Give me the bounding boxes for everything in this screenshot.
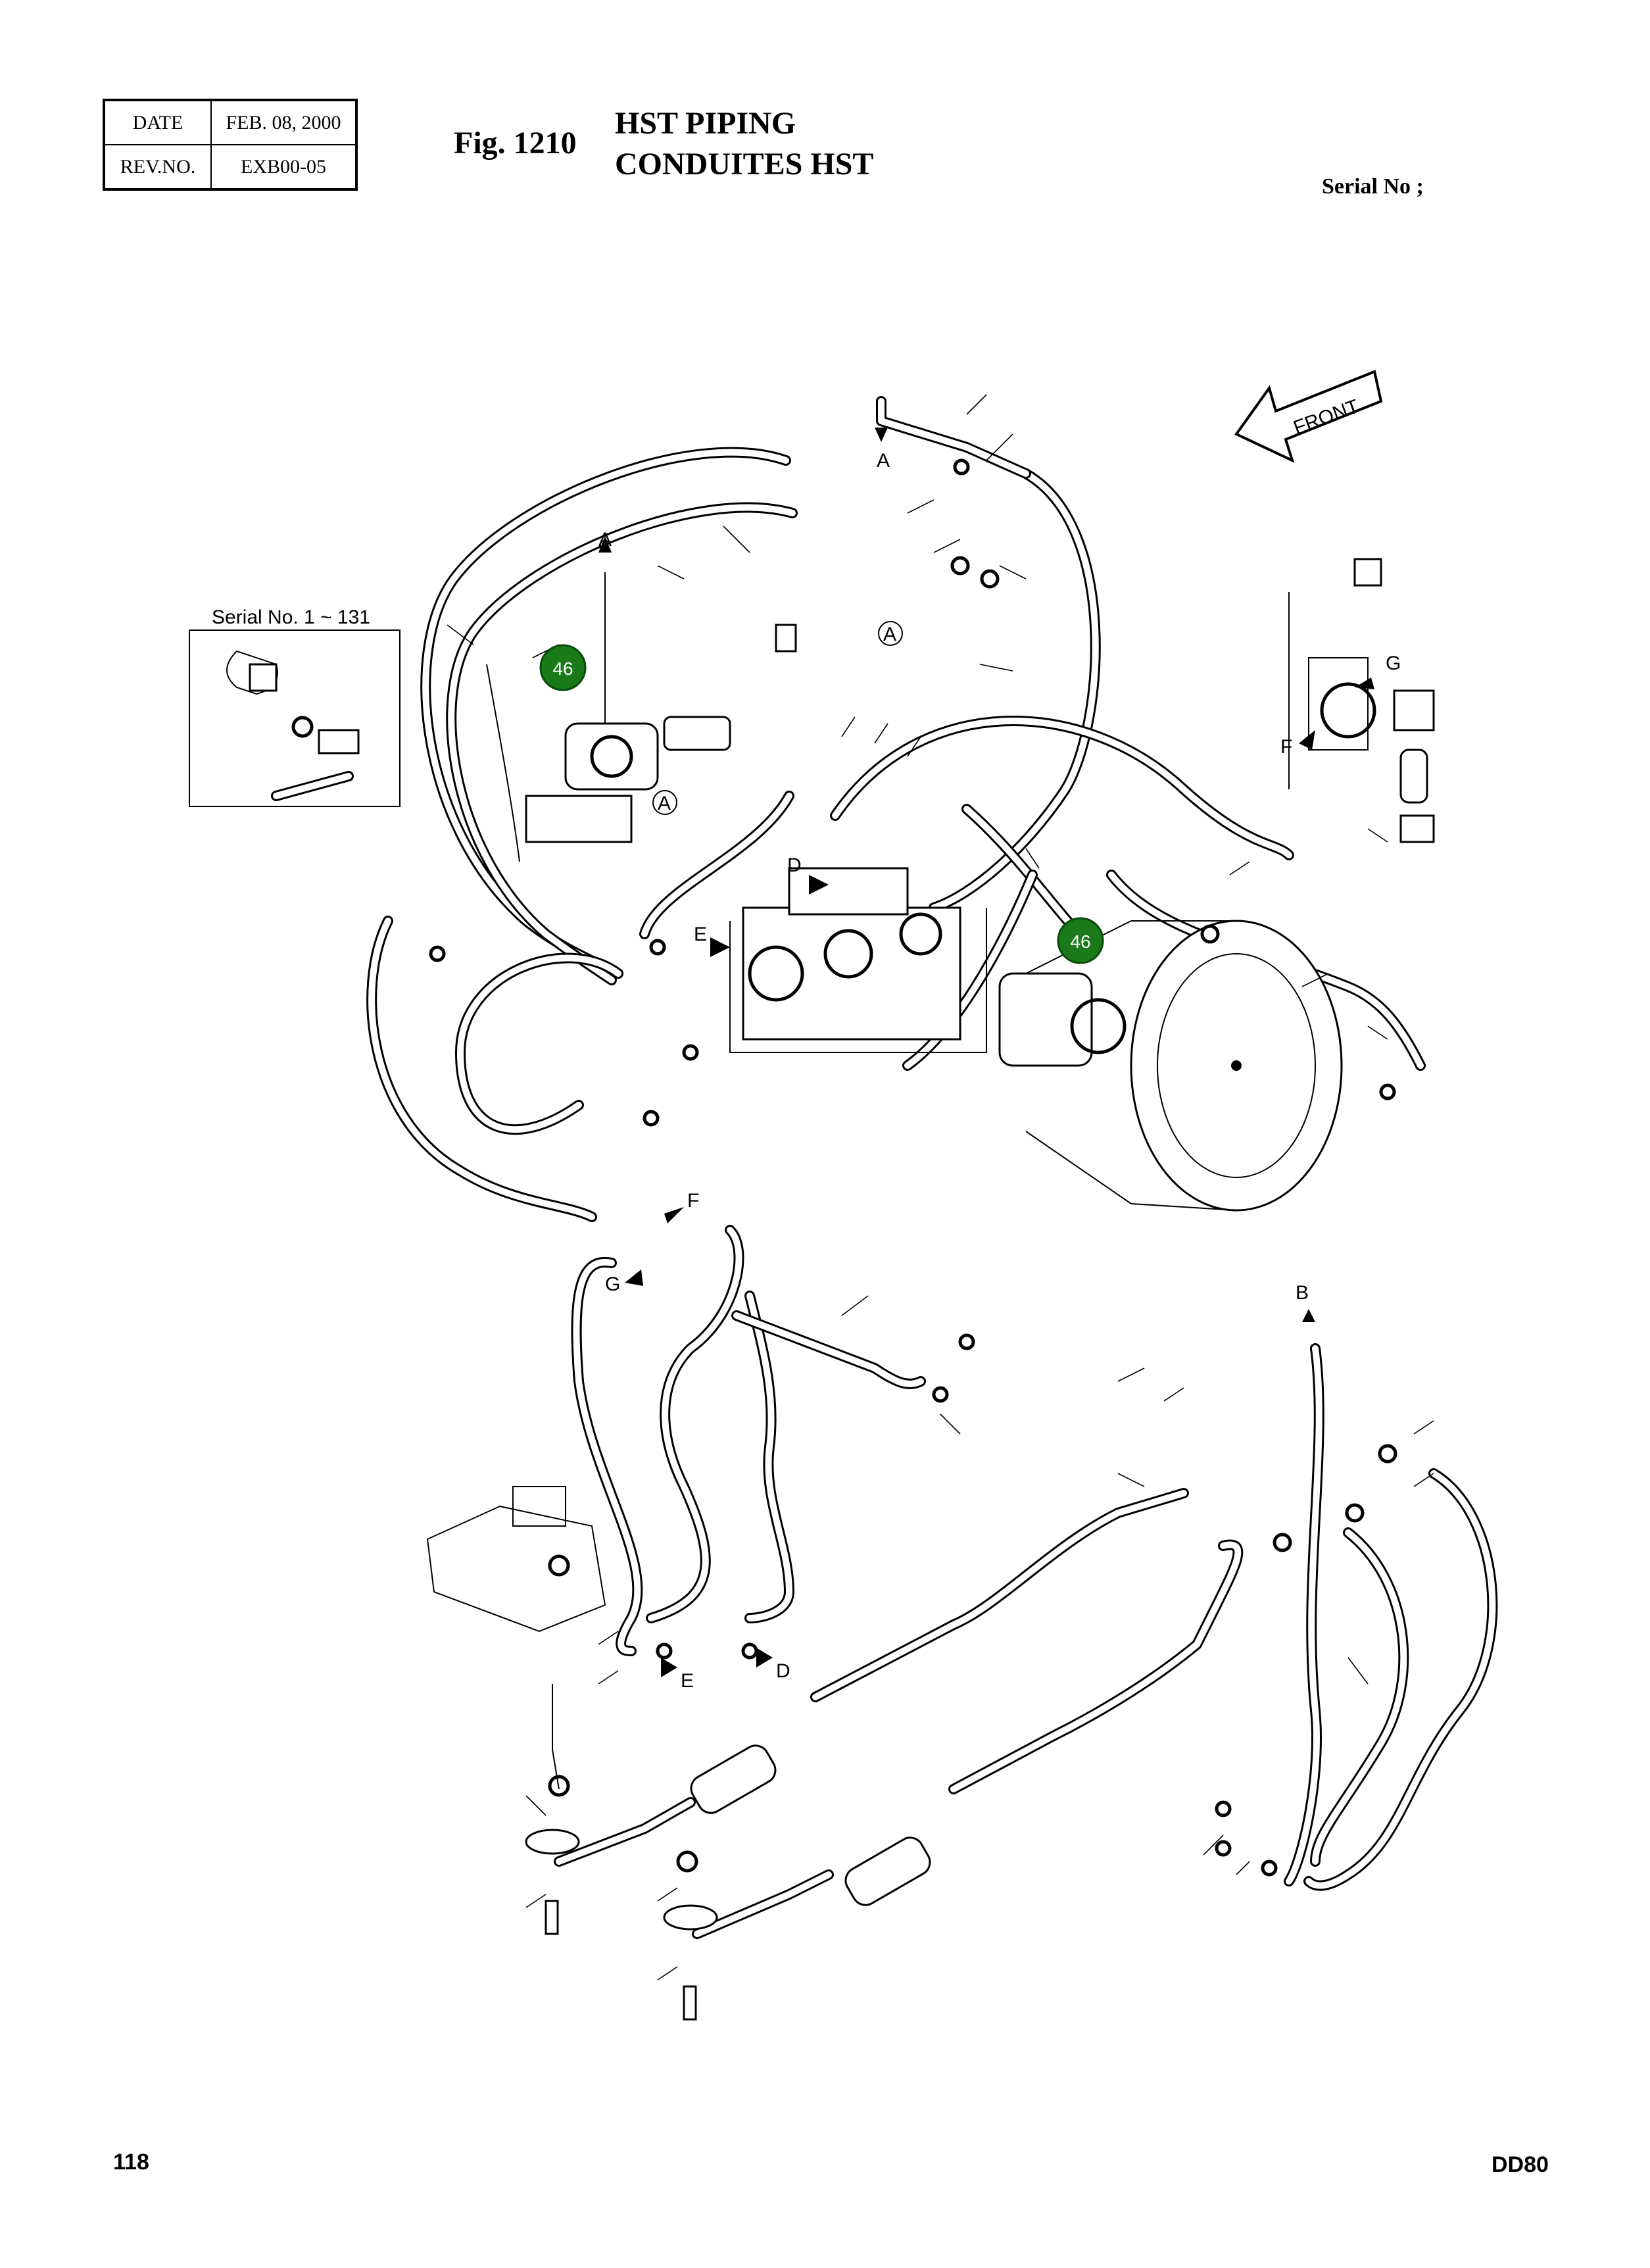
arrow-e-lower xyxy=(661,1658,677,1677)
travel-motor xyxy=(998,920,1343,1212)
arrow-a-top xyxy=(875,428,888,442)
detail-g-f xyxy=(1288,558,1435,843)
upper-left-hoses xyxy=(366,447,798,1222)
marker-b: B xyxy=(1296,1282,1309,1304)
o-rings xyxy=(429,458,1397,1877)
date-label: DATE xyxy=(103,99,212,145)
arrow-d-lower xyxy=(756,1648,773,1667)
arrow-f-upper xyxy=(664,1207,684,1223)
left-pump-assembly xyxy=(486,536,797,862)
figure-number: Fig. 1210 xyxy=(454,126,577,160)
marker-a-circled-1: A xyxy=(883,624,896,645)
lower-tubes xyxy=(525,1488,1244,2021)
leader-lines xyxy=(447,394,1434,1981)
serial-number-label: Serial No ; xyxy=(1322,174,1424,199)
inset-label: Serial No. 1 ~ 131 xyxy=(212,606,370,628)
arrow-d-upper xyxy=(809,875,829,895)
callout-46-left[interactable]: 46 xyxy=(539,644,587,691)
marker-f-upper: F xyxy=(687,1190,699,1212)
serial-inset: Serial No. 1 ~ 131 xyxy=(189,606,400,807)
arrow-b xyxy=(1302,1309,1315,1322)
marker-d-lower: D xyxy=(776,1660,790,1682)
upper-right-hoses xyxy=(639,396,1426,1071)
page-title-french: CONDUITES HST xyxy=(615,147,874,182)
page-title-english: HST PIPING xyxy=(615,106,796,141)
revision-table: DATE FEB. 08, 2000 REV.NO. EXB00-05 xyxy=(103,99,358,191)
rev-value: EXB00-05 xyxy=(210,144,357,190)
marker-g-lower: G xyxy=(605,1273,620,1295)
connection-markers: A A A A B D D E E F F G G xyxy=(598,428,1401,1692)
callout-46-right[interactable]: 46 xyxy=(1057,917,1104,964)
hst-pump-block xyxy=(729,867,987,1053)
marker-a-left: A xyxy=(598,529,612,551)
callout-46-right-text: 46 xyxy=(1070,931,1090,952)
date-value: FEB. 08, 2000 xyxy=(210,99,357,145)
marker-e-upper: E xyxy=(694,924,707,945)
rev-label: REV.NO. xyxy=(103,144,212,190)
arrow-g-right xyxy=(1355,678,1374,689)
marker-f-right: F xyxy=(1280,736,1292,758)
page-number: 118 xyxy=(113,2150,149,2175)
oil-cooler xyxy=(426,1486,606,1790)
callout-46-left-circle xyxy=(539,644,587,691)
arrow-g-lower xyxy=(625,1270,643,1286)
marker-g-right: G xyxy=(1386,653,1401,674)
marker-d-upper: D xyxy=(787,854,802,876)
marker-e-lower: E xyxy=(681,1670,694,1692)
callout-46-left-text: 46 xyxy=(552,658,573,679)
lower-hoses xyxy=(571,1225,1498,1891)
model-code: DD80 xyxy=(1492,2152,1549,2177)
marker-a-top: A xyxy=(877,450,890,472)
arrow-f-right xyxy=(1299,730,1315,750)
arrow-e-upper xyxy=(710,937,730,957)
marker-a-circled-2: A xyxy=(658,793,671,814)
callout-46-right-circle xyxy=(1057,917,1104,964)
front-direction-arrow: FRONT xyxy=(1234,370,1383,463)
